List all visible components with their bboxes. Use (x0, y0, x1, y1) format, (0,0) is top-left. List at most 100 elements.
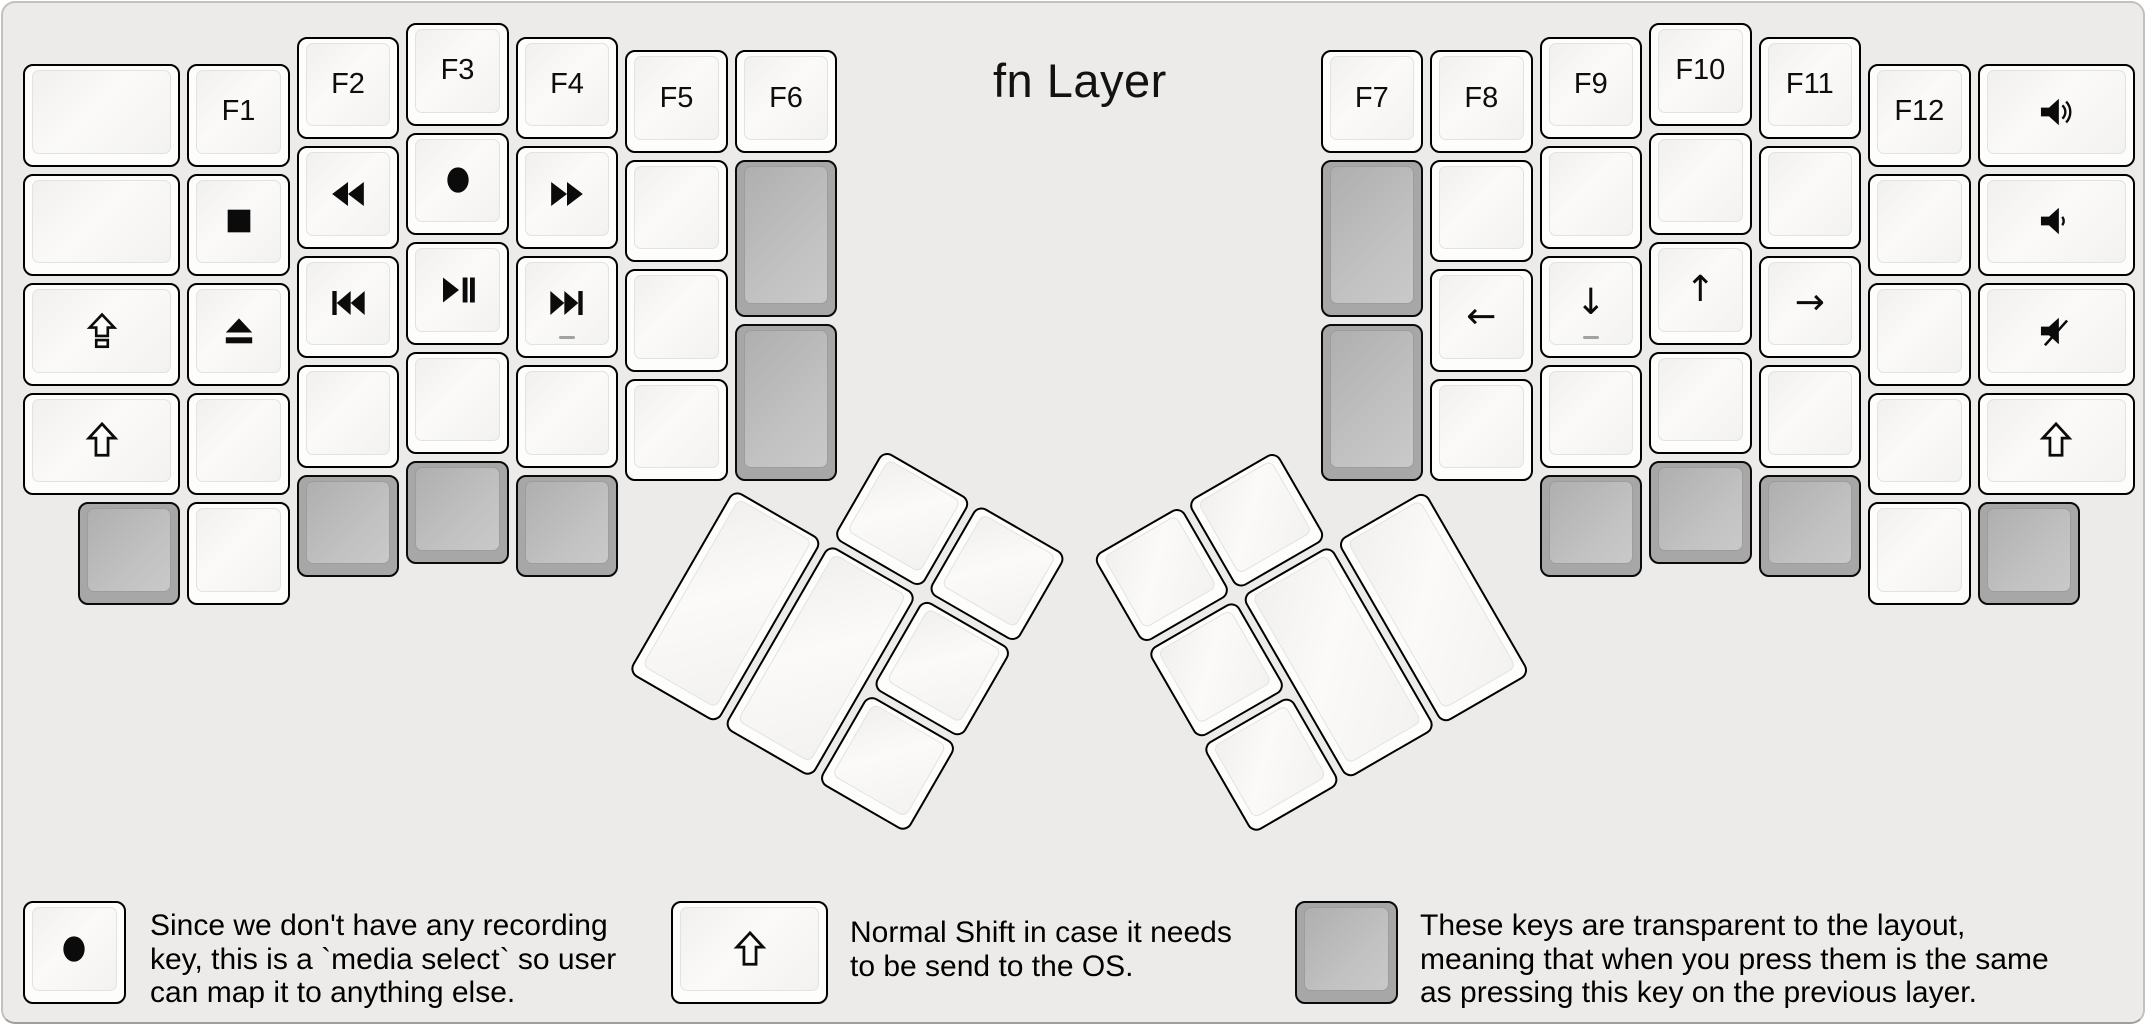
keycap-top: F2 (305, 42, 391, 127)
keycap-top: F4 (524, 42, 610, 127)
key-next-track[interactable] (515, 255, 619, 359)
keycap-top (524, 152, 610, 236)
key-caps-lock[interactable] (23, 283, 181, 386)
keycap-top: F10 (1658, 29, 1743, 113)
key-blank[interactable] (23, 64, 181, 167)
key-transparent[interactable] (734, 324, 838, 482)
key-f9[interactable]: F9 (1539, 36, 1643, 140)
keycap-top (32, 289, 172, 373)
key-blank[interactable] (1649, 351, 1752, 454)
keycap-top (305, 480, 391, 565)
key-blank[interactable] (1868, 502, 1971, 605)
keycap-top (1658, 138, 1743, 222)
volume-up-icon (2037, 93, 2075, 131)
key-stop[interactable] (187, 173, 290, 277)
key-transparent[interactable] (77, 502, 181, 605)
key-blank[interactable] (187, 502, 290, 605)
keycap-top (846, 458, 962, 574)
key-play-pause[interactable] (406, 242, 509, 345)
key-blank[interactable] (1758, 365, 1862, 468)
key-transparent[interactable] (1539, 474, 1643, 578)
key-blank[interactable] (625, 378, 728, 482)
key-f6[interactable]: F6 (734, 50, 838, 153)
key-arrow-left[interactable]: ← (1430, 269, 1533, 372)
key-blank[interactable] (625, 269, 728, 372)
key-blank[interactable] (1430, 378, 1533, 482)
key-blank[interactable] (625, 159, 728, 263)
keycap-top (1767, 480, 1853, 565)
key-blank[interactable] (515, 365, 619, 468)
key-blank[interactable] (187, 392, 290, 496)
key-f11[interactable]: F11 (1758, 36, 1862, 140)
key-record[interactable] (406, 132, 509, 235)
key-f4[interactable]: F4 (515, 36, 619, 140)
key-f3[interactable]: F3 (406, 23, 509, 126)
key-f2[interactable]: F2 (296, 36, 400, 140)
keycap-top (1986, 398, 2126, 483)
key-blank[interactable] (1868, 392, 1971, 496)
key-blank[interactable] (1649, 132, 1752, 235)
keycap-top (1197, 460, 1313, 575)
record-icon (54, 929, 94, 969)
caps-lock-icon (81, 310, 123, 352)
key-rewind[interactable] (296, 146, 400, 249)
key-blank[interactable] (406, 351, 509, 454)
key-f7[interactable]: F7 (1320, 50, 1424, 153)
keycap-top (634, 165, 719, 250)
keycap-top (1986, 289, 2126, 373)
keycap-top (1986, 508, 2072, 592)
key-blank[interactable] (1539, 146, 1643, 249)
key-previous-track[interactable] (296, 255, 400, 359)
key-blank[interactable] (1868, 173, 1971, 277)
key-blank[interactable] (1430, 159, 1533, 263)
keycap-top (32, 907, 117, 991)
key-transparent[interactable] (734, 159, 838, 318)
keycap-top (1211, 704, 1327, 820)
key-f8[interactable]: F8 (1430, 50, 1533, 153)
keycap-top (1986, 179, 2126, 264)
arrow-up-icon: ↑ (1685, 268, 1716, 310)
key-fast-forward[interactable] (515, 146, 619, 249)
key-transparent[interactable] (1320, 324, 1424, 482)
key-blank[interactable] (1868, 283, 1971, 386)
key-shift[interactable] (1977, 392, 2135, 496)
key-transparent[interactable] (406, 461, 509, 564)
key-transparent[interactable] (1758, 474, 1862, 578)
key-f1[interactable]: F1 (187, 64, 290, 167)
key-transparent[interactable] (1320, 159, 1424, 318)
key-record (23, 901, 126, 1004)
key-shift[interactable] (23, 392, 181, 496)
key-blank[interactable] (1758, 146, 1862, 249)
key-eject[interactable] (187, 283, 290, 386)
key-transparent[interactable] (1649, 461, 1752, 564)
key-transparent[interactable] (296, 474, 400, 578)
record-icon (438, 160, 478, 200)
homing-bar (559, 336, 575, 340)
key-arrow-down[interactable]: ↓ (1539, 255, 1643, 359)
key-transparent[interactable] (515, 474, 619, 578)
keycap-top (305, 371, 391, 455)
shift-icon (80, 418, 124, 462)
key-volume-up[interactable] (1977, 64, 2135, 167)
keycap-top (196, 179, 281, 264)
legend-transparent-text: These keys are transparent to the layout… (1420, 909, 2049, 1009)
keycap-top: ↑ (1658, 248, 1743, 332)
key-mute[interactable] (1977, 283, 2135, 386)
key-f10[interactable]: F10 (1649, 23, 1752, 126)
key-transparent[interactable] (1977, 502, 2081, 605)
key-blank[interactable] (23, 173, 181, 277)
key-label: F3 (440, 54, 475, 87)
key-label: F2 (331, 67, 365, 100)
key-volume-down[interactable] (1977, 173, 2135, 277)
key-label: F12 (1894, 95, 1945, 128)
keycap-top (743, 330, 829, 469)
keycap-top (1767, 152, 1853, 236)
arrow-left-icon: ← (1466, 296, 1497, 338)
key-arrow-right[interactable]: → (1758, 255, 1862, 359)
key-arrow-up[interactable]: ↑ (1649, 242, 1752, 345)
key-blank[interactable] (296, 365, 400, 468)
key-f12[interactable]: F12 (1868, 64, 1971, 167)
key-f5[interactable]: F5 (625, 50, 728, 153)
key-blank[interactable] (1539, 365, 1643, 468)
previous-track-icon (328, 283, 368, 323)
